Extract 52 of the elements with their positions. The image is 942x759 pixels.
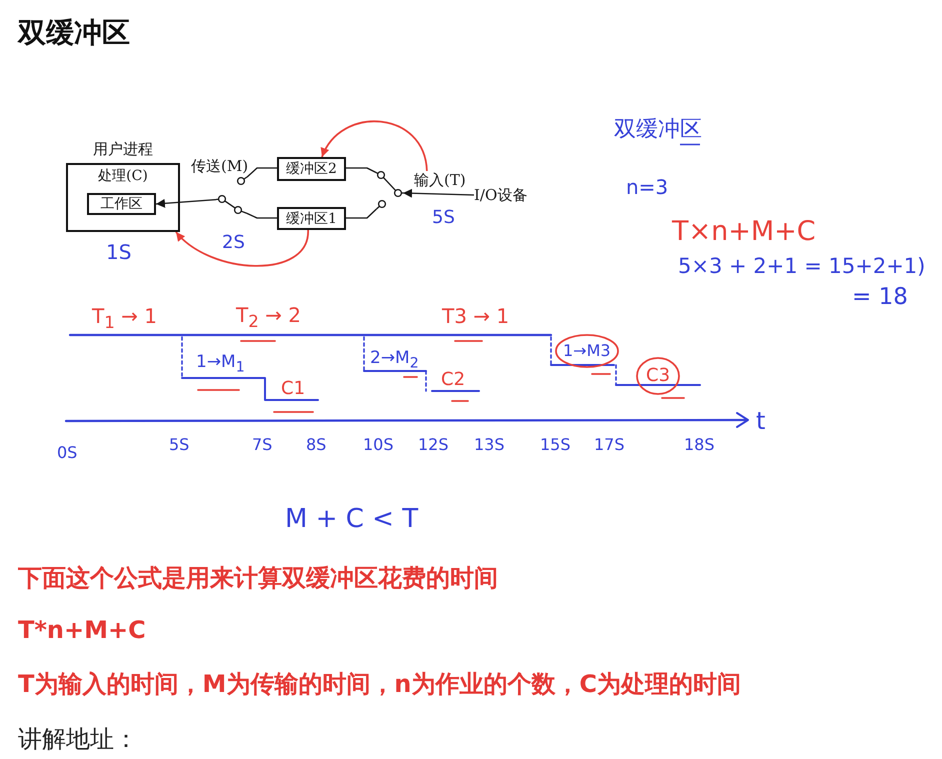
page-title: 双缓冲区 xyxy=(18,16,130,50)
group-heading: 用户进程 xyxy=(92,140,154,159)
formula-text: T*n+M+C xyxy=(18,615,146,645)
switch-label: 传送(M) xyxy=(191,158,248,174)
handwritten-note: n=3 xyxy=(626,177,668,197)
handwritten-calculation: 5×3 + 2+1 = 15+2+1) xyxy=(678,256,926,277)
handwritten-note: M + C < T xyxy=(285,506,418,532)
duration-label: 1S xyxy=(106,242,132,263)
handwritten-title: 双缓冲区 xyxy=(614,119,702,141)
buffer-box: 缓冲区1 xyxy=(277,207,346,230)
tick-label: 10S xyxy=(363,437,394,453)
handwritten-formula: T×n+M+C xyxy=(672,218,816,245)
axis-label: t xyxy=(756,409,766,433)
task-label: 2→M$_{2}$ xyxy=(370,350,419,371)
task-label: C1 xyxy=(281,380,306,398)
tick-label: 17S xyxy=(594,437,625,453)
task-label: C3 xyxy=(646,367,670,385)
work-area-box: 工作区 xyxy=(87,193,156,215)
task-label: C2 xyxy=(441,371,466,389)
connector-line xyxy=(346,167,376,174)
task-label: T3 → 1 xyxy=(442,306,510,326)
tick-label: 13S xyxy=(474,437,505,453)
connector-line xyxy=(246,167,277,178)
curved-arrow xyxy=(175,230,309,267)
tick-label: 8S xyxy=(306,437,326,453)
connector-line xyxy=(246,212,277,219)
connector-line xyxy=(346,208,377,219)
note-text: T为输入的时间，M为传输的时间，n为作业的个数，C为处理的时间 xyxy=(18,669,741,699)
curved-arrow xyxy=(321,120,428,172)
tick-label: 15S xyxy=(540,437,571,453)
input-label: 输入(T) xyxy=(414,171,466,189)
tick-label: 7S xyxy=(252,437,272,453)
tick-label: 18S xyxy=(684,437,715,453)
task-label: 1→M3 xyxy=(563,343,611,359)
box-label: 处理(C) xyxy=(97,168,149,185)
duration-label: 2S xyxy=(222,233,245,252)
duration-label: 5S xyxy=(432,208,455,227)
handwritten-result: = 18 xyxy=(852,286,908,309)
switch-symbol xyxy=(376,170,403,210)
arrow xyxy=(402,188,474,198)
note-text: 下面这个公式是用来计算双缓冲区花费的时间 xyxy=(18,563,498,593)
device-label: I/O设备 xyxy=(474,186,528,204)
switch-symbol xyxy=(216,175,247,216)
tick-label: 12S xyxy=(418,437,449,453)
buffer-box: 缓冲区2 xyxy=(277,157,346,181)
tick-label: 0S xyxy=(57,445,78,461)
task-label: T$_{2}$ → 2 xyxy=(236,305,302,331)
source-label: 讲解地址： xyxy=(18,724,138,754)
arrow xyxy=(156,198,216,208)
tick-label: 5S xyxy=(169,437,190,453)
task-label: 1→M$_{1}$ xyxy=(196,354,245,375)
task-label: T$_{1}$ → 1 xyxy=(92,306,158,332)
